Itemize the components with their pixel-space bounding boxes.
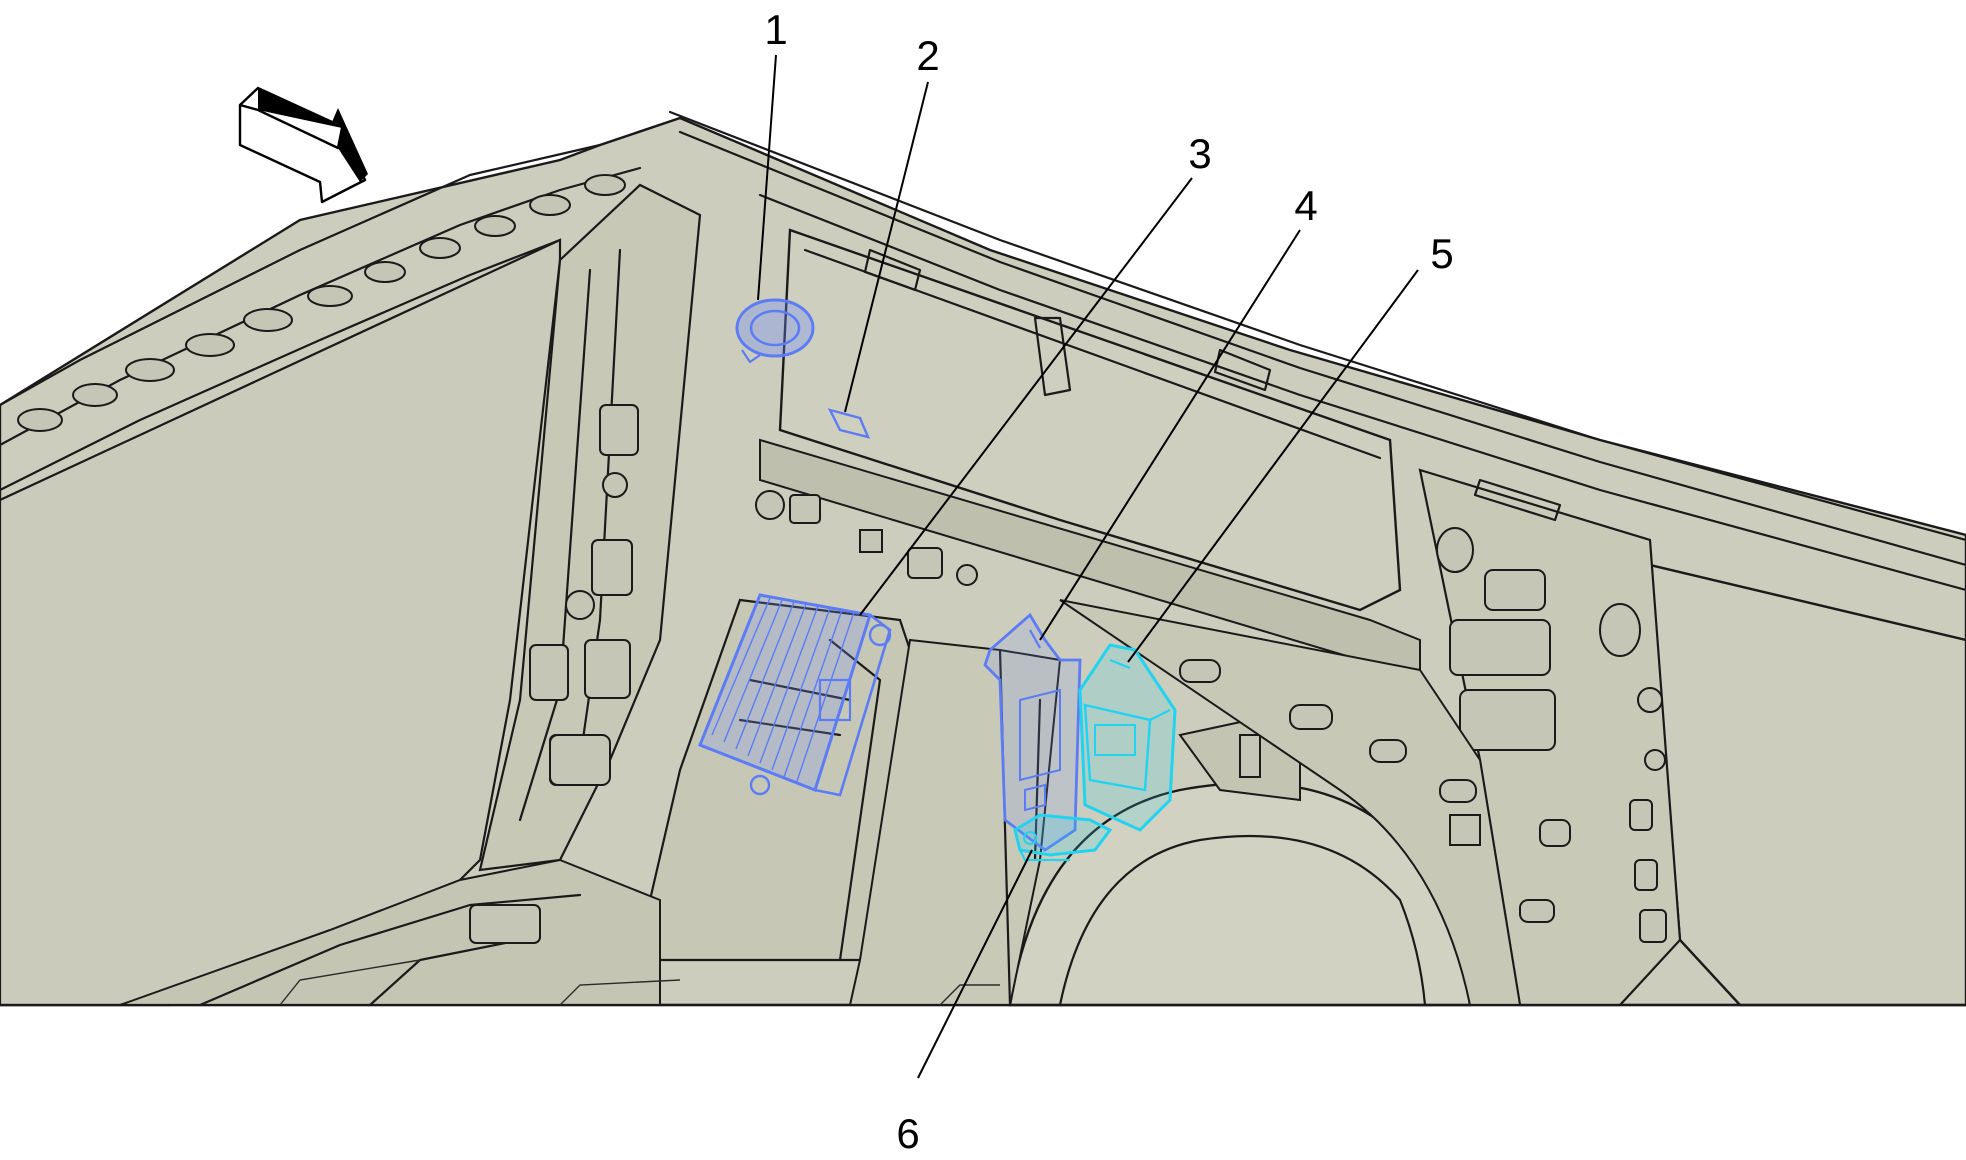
highlighted-components <box>698 298 1177 862</box>
component-4-bracket <box>983 612 1082 852</box>
right-window-opening <box>1648 563 1966 1007</box>
component-5-control-module <box>1078 643 1177 832</box>
callout-3: 3 <box>1188 130 1211 177</box>
component-2-label <box>827 408 871 439</box>
component-1-speaker <box>735 298 815 364</box>
vehicle-body <box>0 110 1966 1007</box>
quarter-holes <box>1179 659 1571 923</box>
roof-rail-left-lower <box>0 238 562 492</box>
callout-4: 4 <box>1294 182 1317 229</box>
roof-rail-left <box>0 116 682 407</box>
leader-6 <box>917 849 1033 1079</box>
rear-window-opening <box>778 228 1402 612</box>
right-pillar-cutouts <box>1436 527 1667 943</box>
callout-6: 6 <box>896 1110 919 1157</box>
component-3-amplifier <box>698 593 892 797</box>
leader-4 <box>1039 229 1301 641</box>
leader-2 <box>844 81 929 413</box>
leader-lines <box>757 54 1419 1079</box>
direction-arrow-icon <box>238 86 368 204</box>
roof-rail-holes <box>17 174 626 432</box>
callout-1: 1 <box>764 6 787 53</box>
leader-3 <box>859 177 1193 616</box>
cross-member-holes <box>755 490 978 586</box>
leader-1 <box>757 54 777 301</box>
roof-rail-right <box>668 110 1966 542</box>
roof-rail-right-lower <box>758 193 1966 592</box>
upper-bracket <box>1033 316 1072 397</box>
callout-2: 2 <box>916 32 939 79</box>
component-6-lower-mount <box>1013 813 1113 862</box>
leader-5 <box>1127 269 1419 663</box>
callout-5: 5 <box>1430 230 1453 277</box>
callout-labels: 1 2 3 4 5 6 <box>764 6 1453 1157</box>
